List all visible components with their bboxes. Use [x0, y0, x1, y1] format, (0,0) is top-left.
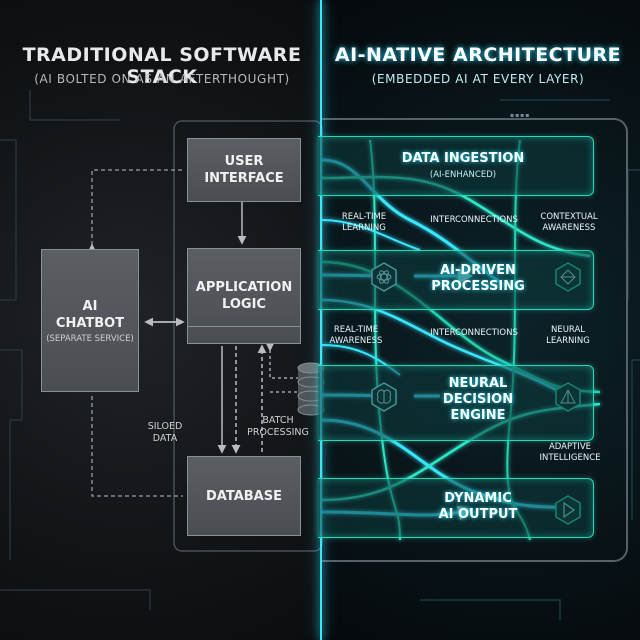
realtime-learning-line-2: LEARNING [342, 223, 386, 233]
neural-decision-line-3: ENGINE [450, 408, 506, 423]
right-subtitle: (EMBEDDED AI AT EVERY LAYER) [371, 72, 585, 86]
realtime-learning-line-1: REAL-TIME [341, 212, 387, 222]
left-subtitle: (AI BOLTED ON AS AN AFTERTHOUGHT) [34, 72, 290, 86]
realtime-awareness-line-2: AWARENESS [329, 336, 383, 346]
user-interface-box: USER INTERFACE [187, 138, 301, 202]
ai-native-frame [322, 118, 628, 562]
realtime-awareness-line-1: REAL-TIME [333, 325, 379, 335]
adaptive-intelligence-line-2: INTELLIGENCE [539, 453, 601, 463]
database-label: DATABASE [206, 488, 282, 504]
interconnections-label-1: INTERCONNECTIONS [430, 215, 518, 225]
neural-decision-layer: NEURAL DECISION ENGINE [318, 365, 594, 441]
data-ingestion-layer: DATA INGESTION (AI-ENHANCED) [318, 136, 594, 196]
dynamic-output-title: DYNAMIC AI OUTPUT [408, 491, 548, 523]
neural-decision-title: NEURAL DECISION ENGINE [408, 376, 548, 424]
ai-chatbot-note: (SEPARATE SERVICE) [46, 333, 134, 344]
user-interface-label-2: INTERFACE [204, 171, 284, 186]
chatbot-db-dashed-link [91, 396, 183, 497]
ai-processing-title: AI-DRIVEN PROCESSING [408, 263, 548, 295]
neural-learning-line-1: NEURAL [550, 325, 586, 335]
dynamic-output-line-2: AI OUTPUT [438, 507, 518, 522]
dynamic-output-layer: DYNAMIC AI OUTPUT [318, 478, 594, 538]
database-box: DATABASE [187, 456, 301, 536]
realtime-awareness-label: REAL-TIME AWARENESS [324, 325, 388, 347]
siloed-data-line-2: DATA [152, 433, 178, 444]
right-title: AI-NATIVE ARCHITECTURE [334, 44, 622, 66]
adaptive-intelligence-line-1: ADAPTIVE [548, 442, 592, 452]
data-ingestion-note: (AI-ENHANCED) [429, 170, 497, 180]
contextual-awareness-label: CONTEXTUAL AWARENESS [534, 212, 604, 234]
ai-chatbot-label-1: AI [82, 298, 98, 314]
adaptive-intelligence-label: ADAPTIVE INTELLIGENCE [532, 442, 608, 464]
right-circuit-traces [420, 99, 640, 620]
application-logic-label-1: APPLICATION [195, 280, 293, 295]
neural-decision-line-2: DECISION [442, 392, 514, 407]
realtime-learning-label: REAL-TIME LEARNING [332, 212, 396, 234]
application-logic-label-2: LOGIC [222, 297, 266, 312]
contextual-awareness-line-2: AWARENESS [542, 223, 596, 233]
ai-chatbot-label-2: CHATBOT [55, 315, 125, 331]
neural-learning-label: NEURAL LEARNING [536, 325, 600, 347]
ai-processing-line-1: AI-DRIVEN [440, 263, 516, 278]
left-stack-frame [173, 120, 323, 552]
batch-processing-line-1: BATCH [262, 415, 294, 426]
application-logic-box: APPLICATION LOGIC [187, 248, 301, 344]
contextual-awareness-line-1: CONTEXTUAL [540, 212, 598, 222]
left-title: TRADITIONAL SOFTWARE STACK [22, 44, 302, 88]
siloed-data-line-1: SILOED [147, 421, 183, 432]
interconnections-label-2: INTERCONNECTIONS [430, 328, 518, 338]
batch-processing-label: BATCH PROCESSING [243, 415, 313, 439]
chatbot-ui-dashed-link [88, 169, 183, 252]
neural-decision-line-1: NEURAL [448, 376, 508, 391]
user-interface-label-1: USER [224, 154, 264, 169]
ai-processing-layer: AI-DRIVEN PROCESSING [318, 250, 594, 310]
neural-learning-line-2: LEARNING [546, 336, 590, 346]
dynamic-output-line-1: DYNAMIC [444, 491, 512, 506]
ai-chatbot-box: AI CHATBOT (SEPARATE SERVICE) [41, 249, 139, 392]
left-circuit-traces [0, 90, 151, 610]
center-divider [320, 0, 322, 640]
data-ingestion-title: DATA INGESTION [401, 151, 525, 166]
frame-tag: ▪▪▪▪ [510, 112, 531, 119]
batch-processing-line-2: PROCESSING [247, 427, 309, 438]
siloed-data-label: SILOED DATA [140, 421, 190, 445]
ai-processing-line-2: PROCESSING [431, 279, 525, 294]
